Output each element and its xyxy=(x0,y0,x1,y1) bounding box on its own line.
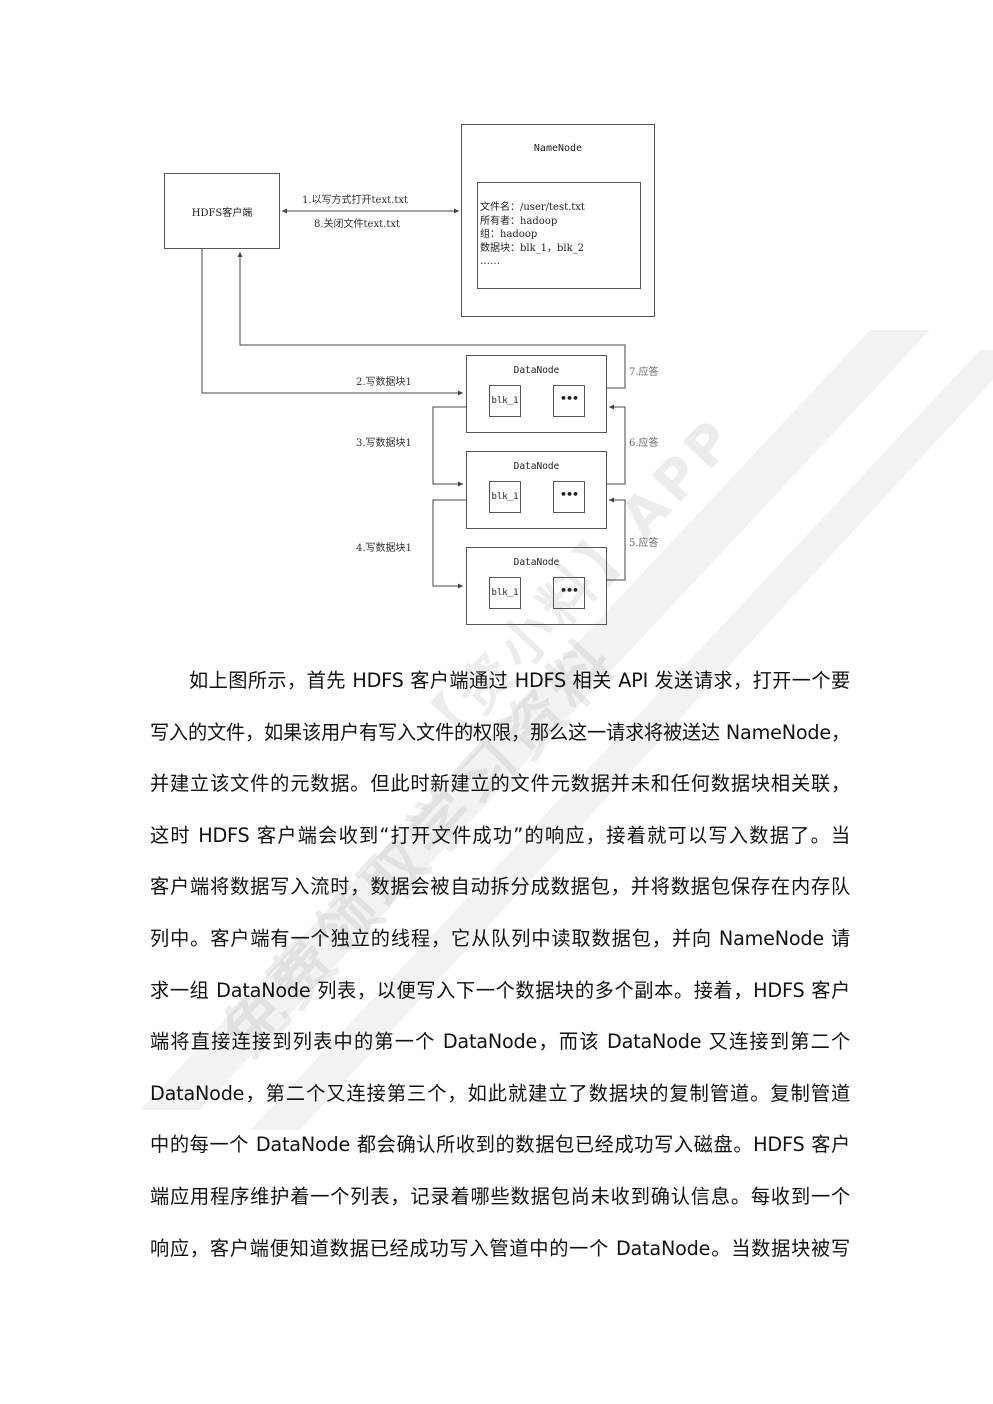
body-paragraph: 如上图所示，首先 HDFS 客户端通过 HDFS 相关 API 发送请求，打开一… xyxy=(150,655,850,1274)
datanode-3-more: ••• xyxy=(553,577,585,609)
hdfs-client-box: HDFS客户端 xyxy=(164,173,280,249)
ack-6-arrow xyxy=(606,404,626,485)
label-open-file: 1.以写方式打开text.txt xyxy=(302,195,408,206)
metadata-ellipsis: …… xyxy=(480,256,500,267)
datanode-1: DataNode blk_1 ••• xyxy=(466,355,607,433)
ack-7-arrow xyxy=(237,252,626,389)
body-line: 求一组 DataNode 列表，以便写入下一个数据块的多个副本。接着，HDFS … xyxy=(150,978,850,1002)
body-line: 写入的文件，如果该用户有写入文件的权限，那么这一请求将被送达 NameNode， xyxy=(150,720,850,744)
label-ack-6: 6.应答 xyxy=(629,438,659,449)
datanode-1-block: blk_1 xyxy=(489,385,521,417)
datanode-1-more: ••• xyxy=(553,385,585,417)
write-block-3-arrow xyxy=(432,406,466,487)
body-line: DataNode，第二个又连接第三个，如此就建立了数据块的复制管道。复制管道 xyxy=(150,1081,850,1105)
body-line: 端将直接连接到列表中的第一个 DataNode，而该 DataNode 又连接到… xyxy=(150,1030,850,1054)
body-line: 中的每一个 DataNode 都会确认所收到的数据包已经成功写入磁盘。HDFS … xyxy=(150,1133,850,1157)
hdfs-client-label: HDFS客户端 xyxy=(191,208,253,219)
write-block-2-arrow xyxy=(201,249,463,396)
datanode-3-block: blk_1 xyxy=(489,577,521,609)
body-line: 并建立该文件的元数据。但此时新建立的文件元数据并未和任何数据块相关联， xyxy=(150,772,850,796)
datanode-2-more: ••• xyxy=(553,481,585,513)
namenode-metadata: 文件名：/user/test.txt 所有者：hadoop 组：hadoop 数… xyxy=(480,201,585,269)
datanode-3: DataNode blk_1 ••• xyxy=(466,547,607,625)
body-line: 响应，客户端便知道数据已经成功写入管道中的一个 DataNode。当数据块被写 xyxy=(150,1236,850,1260)
hdfs-write-diagram: HDFS客户端 NameNode 文件名：/user/test.txt 所有者：… xyxy=(0,0,993,640)
metadata-owner: 所有者：hadoop xyxy=(480,215,558,227)
datanode-2-title: DataNode xyxy=(513,461,560,472)
metadata-filename: 文件名：/user/test.txt xyxy=(480,202,585,213)
metadata-blocks: 数据块：blk_1，blk_2 xyxy=(480,242,585,254)
body-line: 这时 HDFS 客户端会收到“打开文件成功”的响应，接着就可以写入数据了。当 xyxy=(150,823,850,847)
body-line: 如上图所示，首先 HDFS 客户端通过 HDFS 相关 API 发送请求，打开一… xyxy=(189,669,850,692)
label-ack-5: 5.应答 xyxy=(629,538,659,549)
label-ack-7: 7.应答 xyxy=(629,367,659,378)
label-write-4: 4.写数据块1 xyxy=(356,543,412,554)
ack-5-arrow xyxy=(606,497,626,581)
datanode-2-block: blk_1 xyxy=(489,481,521,513)
namenode-box: NameNode 文件名：/user/test.txt 所有者：hadoop 组… xyxy=(461,124,655,317)
body-line: 端应用程序维护着一个列表，记录着哪些数据包尚未收到确认信息。每收到一个 xyxy=(150,1184,850,1208)
namenode-title: NameNode xyxy=(533,143,583,154)
body-line: 列中。客户端有一个独立的线程，它从队列中读取数据包，并向 NameNode 请 xyxy=(150,926,850,950)
label-write-2: 2.写数据块1 xyxy=(356,377,412,388)
label-write-3: 3.写数据块1 xyxy=(356,438,412,449)
datanode-3-title: DataNode xyxy=(513,557,560,568)
datanode-2: DataNode blk_1 ••• xyxy=(466,451,607,529)
diagram-connectors xyxy=(201,208,626,589)
body-line: 客户端将数据写入流时，数据会被自动拆分成数据包，并将数据包保存在内存队 xyxy=(150,875,850,899)
write-block-4-arrow xyxy=(432,499,466,589)
datanode-1-title: DataNode xyxy=(513,365,560,376)
metadata-group: 组：hadoop xyxy=(480,229,538,240)
label-close-file: 8.关闭文件text.txt xyxy=(314,219,400,230)
namenode-metadata-box: 文件名：/user/test.txt 所有者：hadoop 组：hadoop 数… xyxy=(477,182,641,289)
